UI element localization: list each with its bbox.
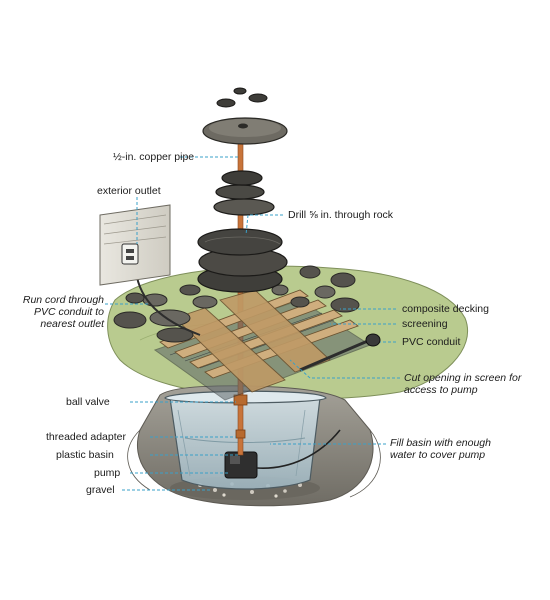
label-gravel: gravel — [86, 484, 115, 496]
pump — [224, 429, 341, 479]
label-drill: Drill ⅝ in. through rock — [288, 209, 394, 221]
label-run-cord: Run cord through PVC conduit to nearest … — [22, 294, 104, 330]
label-cut-opening: Cut opening in screen for access to pump — [404, 372, 522, 396]
label-composite-decking: composite decking — [402, 303, 489, 315]
label-exterior-outlet: exterior outlet — [97, 185, 161, 197]
label-threaded-adapter: threaded adapter — [46, 431, 126, 443]
pvc-conduit — [135, 271, 381, 372]
label-plastic-basin: plastic basin — [56, 449, 114, 461]
label-screening: screening — [402, 318, 448, 330]
label-pump: pump — [94, 467, 121, 479]
label-ball-valve: ball valve — [66, 396, 110, 408]
label-fill-basin: Fill basin with enough water to cover pu… — [390, 437, 491, 461]
rock-stack — [197, 87, 288, 293]
exterior-outlet — [121, 243, 139, 265]
border-rocks — [113, 265, 360, 343]
label-copper-pipe: ½-in. copper pipe — [113, 151, 195, 163]
leader-lines — [105, 156, 400, 491]
label-pvc-conduit: PVC conduit — [402, 336, 461, 348]
